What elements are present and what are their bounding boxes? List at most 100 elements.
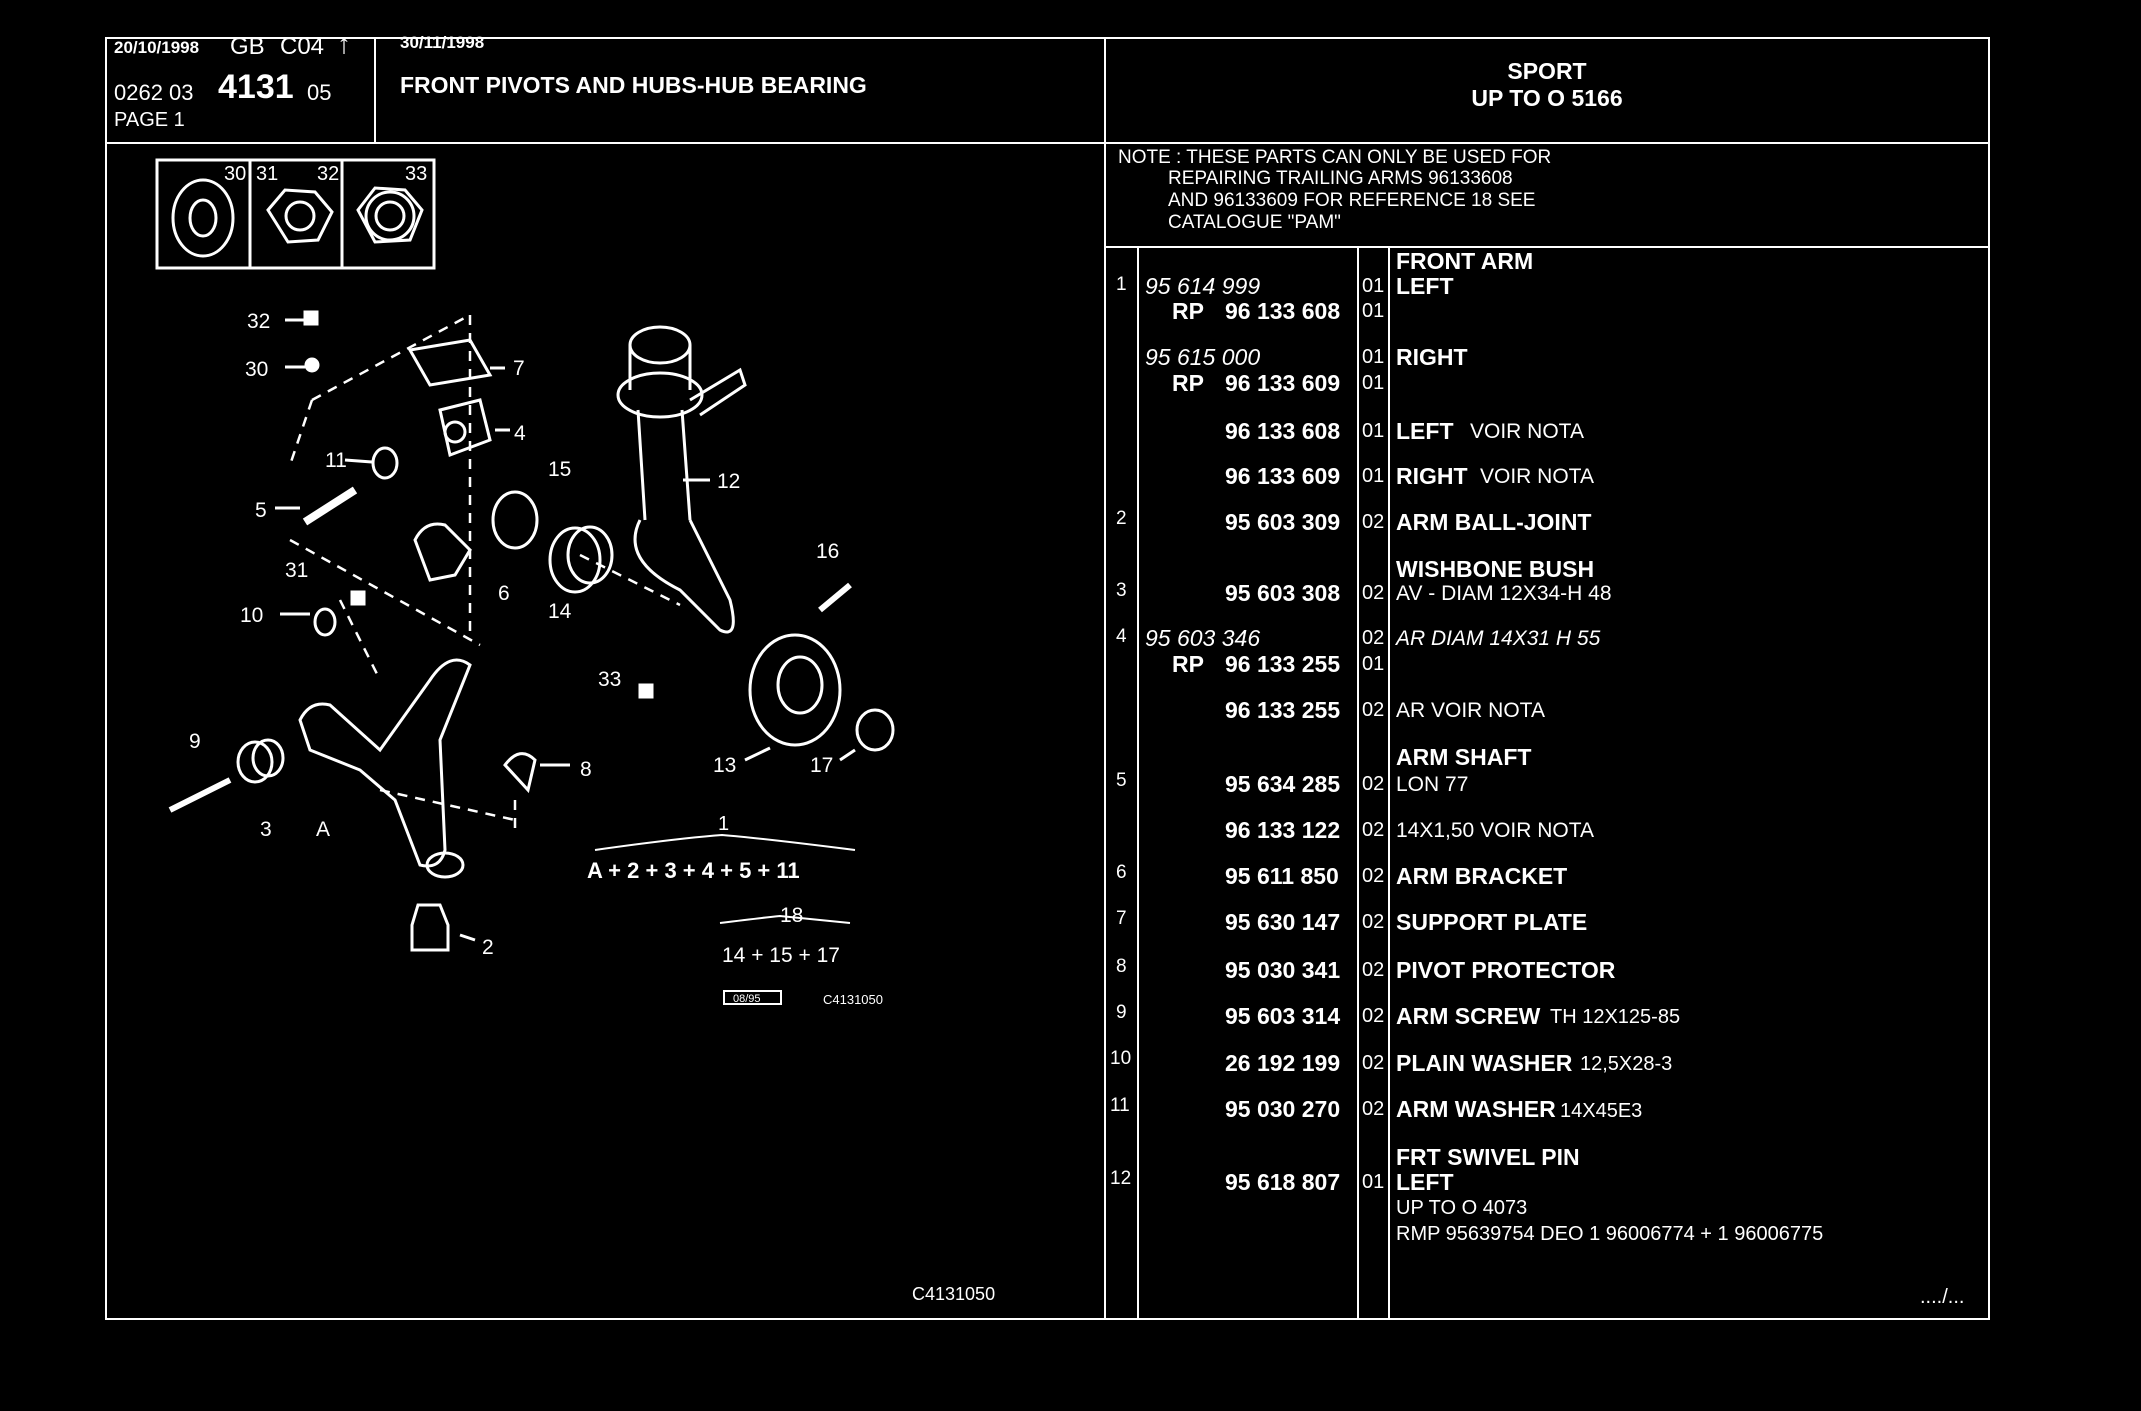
part-desc: RMP 95639754 DEO 1 96006774 + 1 96006775	[1396, 1223, 1824, 1245]
callout-label: 32	[247, 310, 270, 333]
part-ref: 96 133 255	[1225, 651, 1341, 677]
part-ref: 96 133 255	[1225, 697, 1341, 723]
header-page: PAGE 1	[114, 109, 185, 131]
part-ref: 96 133 608	[1225, 418, 1341, 444]
part-qty: 02	[1362, 511, 1385, 533]
callout-label: 11	[325, 449, 347, 472]
callout-label: A	[316, 818, 330, 841]
part-desc: LON 77	[1396, 773, 1469, 796]
part-desc-bold: LEFT	[1396, 273, 1454, 299]
part-num: 9	[1116, 1002, 1127, 1023]
part-ref: 95 030 270	[1225, 1096, 1341, 1122]
part-qty: 02	[1362, 865, 1385, 887]
part-ref: 26 192 199	[1225, 1050, 1341, 1076]
figure-code-bottom: C4131050	[912, 1284, 996, 1304]
part-qty: 01	[1362, 653, 1385, 675]
formula2-label: 18	[780, 904, 803, 927]
callout-label: 3	[260, 818, 272, 841]
part-qty: 01	[1362, 372, 1385, 394]
support-plate-part	[407, 338, 493, 387]
figure-code: C4131050	[823, 992, 883, 1007]
swivel-pin-part	[628, 325, 692, 365]
part-rp: RP	[1172, 370, 1204, 396]
callout-label: 13	[713, 754, 736, 777]
part-desc-bold: ARM SCREW	[1396, 1003, 1541, 1029]
callout-label: 9	[189, 730, 201, 753]
part-desc: TH 12X125-85	[1550, 1006, 1681, 1028]
header-date1: 20/10/1998	[114, 38, 200, 57]
part-ref: 95 611 850	[1225, 863, 1339, 889]
part-num: 1	[1116, 274, 1127, 295]
part-ref: 95 030 341	[1225, 957, 1341, 983]
part-desc: 14X45E3	[1560, 1100, 1643, 1122]
callout-label: 7	[513, 357, 525, 380]
note-line3: AND 96133609 FOR REFERENCE 18 SEE	[1168, 190, 1536, 211]
part-num: 3	[1116, 580, 1127, 601]
part-qty: 02	[1362, 1098, 1385, 1120]
stamp: 08/95	[733, 993, 761, 1005]
locknut-icon	[356, 186, 424, 244]
inset-label: 33	[405, 163, 427, 185]
part-num: 8	[1116, 956, 1127, 977]
part-rp: RP	[1172, 651, 1204, 677]
part-desc: 12,5X28-3	[1580, 1053, 1673, 1075]
part-desc: AR DIAM 14X31 H 55	[1396, 627, 1601, 650]
model-line1: SPORT	[1507, 58, 1587, 84]
part-desc-bold: FRT SWIVEL PIN	[1396, 1144, 1580, 1170]
part-ref: 96 133 609	[1225, 370, 1341, 396]
model-line2: UP TO O 5166	[1471, 85, 1623, 111]
arm-bracket-part	[438, 398, 492, 458]
part-ref: 95 630 147	[1225, 909, 1341, 935]
part-qty: 02	[1362, 819, 1385, 841]
part-num: 4	[1116, 626, 1127, 647]
part-desc-bold: SUPPORT PLATE	[1396, 909, 1588, 935]
part-num: 6	[1116, 862, 1127, 883]
nut-icon	[266, 188, 334, 244]
part-ref: 95 603 309	[1225, 509, 1341, 535]
callout-label: 30	[245, 358, 268, 381]
part-desc: VOIR NOTA	[1480, 465, 1594, 488]
part-ref: 95 634 285	[1225, 771, 1341, 797]
center-divider	[1104, 37, 1106, 1320]
formula2: 14 + 15 + 17	[722, 944, 840, 967]
part-qty: 01	[1362, 275, 1385, 297]
formula1-label: 1	[718, 813, 729, 835]
part-ref: 95 603 308	[1225, 580, 1341, 606]
header-code: C04	[280, 33, 325, 60]
header-bottom-left	[105, 142, 1105, 144]
part-ref: 96 133 609	[1225, 463, 1341, 489]
part-qty: 02	[1362, 582, 1385, 604]
part-desc: AR VOIR NOTA	[1396, 699, 1545, 722]
part-ref: 95 618 807	[1225, 1169, 1341, 1195]
part-qty: 02	[1362, 959, 1385, 981]
note-line1: NOTE : THESE PARTS CAN ONLY BE USED FOR	[1118, 147, 1552, 168]
part-desc-bold: FRONT ARM	[1396, 248, 1534, 274]
part-alt-ref: 95 603 346	[1145, 625, 1261, 651]
part-desc-bold: LEFT	[1396, 418, 1454, 444]
part-desc: 14X1,50 VOIR NOTA	[1396, 819, 1595, 842]
callout-label: 2	[482, 936, 494, 959]
note-bottom	[1104, 246, 1990, 248]
part-num: 12	[1110, 1168, 1132, 1189]
continued-marker: ..../...	[1920, 1286, 1965, 1308]
part-ref: 96 133 122	[1225, 817, 1341, 843]
callout-label: 12	[717, 470, 740, 493]
part-desc-bold: ARM BALL-JOINT	[1396, 509, 1592, 535]
part-desc: UP TO O 4073	[1396, 1197, 1528, 1219]
part-qty: 01	[1362, 465, 1385, 487]
part-alt-ref: 95 614 999	[1145, 273, 1261, 299]
header-ref-prefix: 0262 03	[114, 80, 194, 105]
callout-label: 33	[598, 668, 621, 691]
part-desc-bold: WISHBONE BUSH	[1396, 556, 1595, 582]
hub-part	[748, 633, 842, 747]
bracket-part	[413, 522, 472, 582]
inset-box	[155, 158, 436, 270]
part-desc-bold: ARM BRACKET	[1396, 863, 1568, 889]
part-desc-bold: RIGHT	[1396, 344, 1468, 370]
part-qty: 01	[1362, 420, 1385, 442]
part-qty: 02	[1362, 699, 1385, 721]
washer-icon	[171, 178, 235, 258]
col-line-3	[1388, 246, 1390, 1320]
part-qty: 02	[1362, 1052, 1385, 1074]
part-desc-bold: ARM SHAFT	[1396, 744, 1532, 770]
